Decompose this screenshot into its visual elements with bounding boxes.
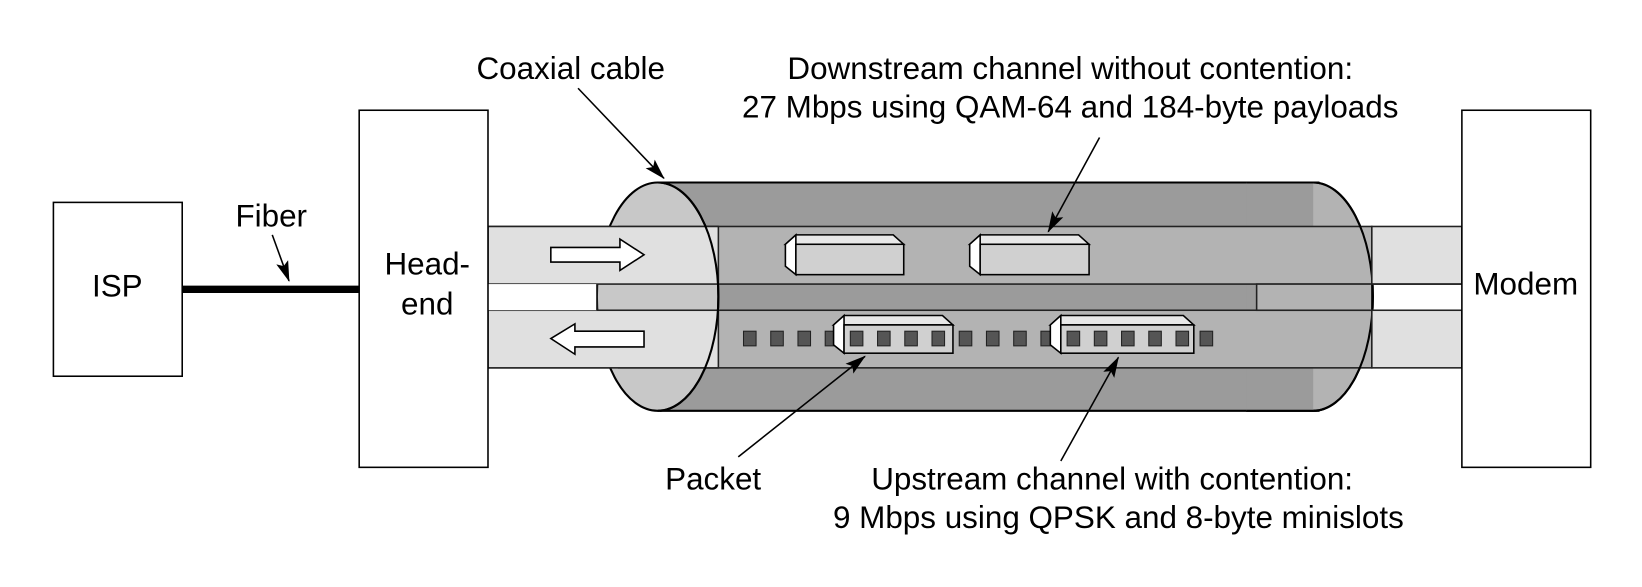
headend-node: Head- end [358, 109, 489, 469]
modem-label: Modem [1473, 267, 1578, 302]
minislot [1066, 330, 1081, 347]
minislot [931, 330, 946, 347]
minislot [1121, 330, 1135, 347]
fiber-pointer-arrow [271, 234, 290, 282]
isp-label: ISP [92, 269, 143, 304]
coaxial-cable [658, 181, 1374, 412]
minislot [797, 330, 812, 347]
downstream-pointer-arrow [1047, 137, 1101, 233]
left-arrow-icon [549, 322, 645, 356]
upstream-band-right [1371, 309, 1463, 369]
minislot [770, 330, 784, 347]
headend-label-line1: Head- [384, 247, 470, 282]
upstream-packet [1048, 313, 1196, 355]
minislot [1093, 330, 1108, 347]
packet-label: Packet [665, 461, 761, 496]
minislot [1175, 330, 1190, 347]
minislot [742, 330, 757, 347]
fiber-label: Fiber [235, 198, 307, 233]
packet-pointer-arrow [737, 355, 866, 458]
downstream-band-right [1371, 225, 1463, 285]
cable-left-end [487, 181, 720, 412]
coax-pointer-arrow [577, 87, 665, 180]
minislot [1199, 330, 1214, 347]
headend-label-line2: end [401, 286, 453, 321]
minislot [849, 330, 864, 347]
minislot [877, 330, 891, 347]
minislot [1013, 330, 1027, 347]
downstream-packet [783, 233, 906, 277]
minislot [904, 330, 918, 347]
modem-node: Modem [1461, 109, 1592, 469]
minislot [1148, 330, 1162, 347]
upstream-pointer-arrow [1060, 356, 1120, 462]
minislot [958, 330, 973, 347]
upstream-label-line1: Upstream channel with contention: [871, 461, 1353, 496]
downstream-packet [967, 233, 1092, 277]
downstream-label-line1: Downstream channel without contention: [787, 51, 1353, 86]
isp-node: ISP [52, 201, 183, 378]
coax-label: Coaxial cable [476, 51, 665, 86]
upstream-label-line2: 9 Mbps using QPSK and 8-byte minislots [833, 500, 1404, 535]
upstream-packet [831, 313, 955, 355]
downstream-label-line2: 27 Mbps using QAM-64 and 184-byte payloa… [742, 90, 1398, 125]
minislot [985, 330, 1000, 347]
right-arrow-icon [550, 237, 646, 272]
